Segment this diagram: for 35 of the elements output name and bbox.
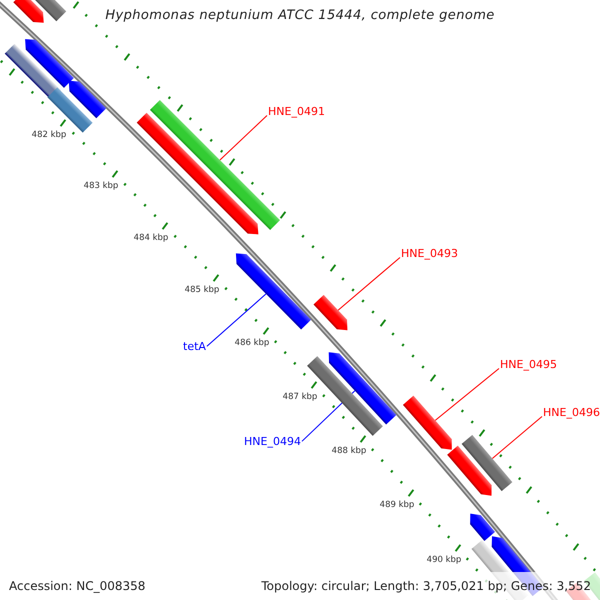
scale-label: 490 kbp bbox=[426, 555, 462, 565]
scale-label: 483 kbp bbox=[84, 181, 118, 191]
gene-label: HNE_0495 bbox=[500, 358, 557, 372]
scale-label: 485 kbp bbox=[184, 285, 220, 295]
gene-feature bbox=[447, 446, 492, 496]
gene-feature bbox=[25, 39, 74, 88]
scale-label: 482 kbp bbox=[32, 130, 66, 140]
gene-feature bbox=[236, 253, 312, 330]
scale-label: 486 kbp bbox=[234, 338, 270, 348]
leader-line bbox=[338, 257, 400, 311]
scale-label: 487 kbp bbox=[282, 392, 318, 402]
genome-summary-text: Topology: circular; Length: 3,705,021 bp; Genes: 3,552 bbox=[261, 578, 591, 595]
gene-feature bbox=[470, 514, 496, 541]
gene-feature bbox=[314, 294, 348, 330]
gene-label: HNE_0496 bbox=[543, 406, 600, 420]
accession-text: Accession: NC_008358 bbox=[9, 578, 146, 595]
gene-bar bbox=[34, 0, 66, 22]
gene-feature bbox=[136, 112, 258, 234]
gene-feature bbox=[402, 396, 452, 450]
scale-label: 484 kbp bbox=[134, 233, 168, 243]
gene-feature bbox=[328, 352, 396, 424]
scale-label: 489 kbp bbox=[380, 500, 414, 510]
gene-label: HNE_0491 bbox=[268, 105, 325, 119]
gene-feature bbox=[13, 0, 44, 23]
gene-label: tetA bbox=[183, 340, 206, 354]
leader-line bbox=[219, 115, 268, 161]
leader-line bbox=[206, 293, 267, 347]
gene-feature bbox=[68, 80, 106, 118]
gene-label: HNE_0494 bbox=[244, 435, 301, 449]
gene-bar bbox=[462, 434, 512, 492]
scale-label: 488 kbp bbox=[332, 446, 366, 456]
leader-line bbox=[492, 416, 542, 459]
gene-label: HNE_0493 bbox=[401, 247, 458, 261]
genome-title: Hyphomonas neptunium ATCC 15444, complete genome bbox=[105, 8, 495, 24]
leader-line bbox=[434, 368, 500, 421]
